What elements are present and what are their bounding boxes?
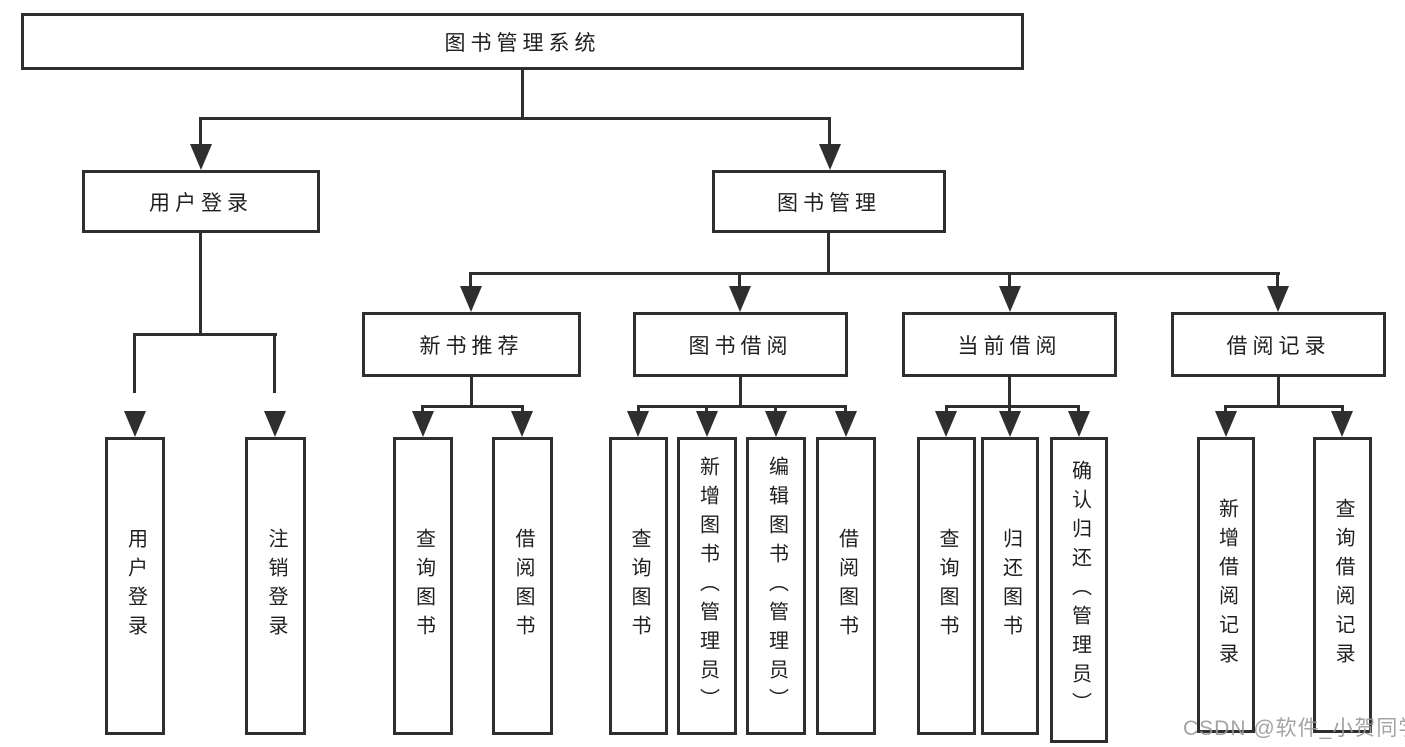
leaf-query-books: 查询图书 (917, 437, 976, 735)
arrow-down-icon (412, 411, 434, 437)
connector-vline (1008, 377, 1011, 408)
connector-vline (1277, 377, 1280, 408)
leaf-query-borrow-record: 查询借阅记录 (1313, 437, 1372, 733)
node-label: 借阅图书 (512, 528, 534, 644)
connector-hline (469, 272, 1280, 275)
node-label: 图书管理系统 (444, 31, 601, 55)
connector-vline (199, 117, 202, 147)
arrow-down-icon (935, 411, 957, 437)
leaf-return-books: 归还图书 (981, 437, 1039, 735)
leaf-borrow-books: 借阅图书 (816, 437, 876, 735)
node-label: 新增图书（管理员） (696, 455, 719, 717)
connector-hline (637, 405, 847, 408)
leaf-edit-books-admin: 编辑图书（管理员） (746, 437, 806, 735)
arrow-down-icon (1267, 286, 1289, 312)
node-label: 用户登录 (149, 191, 253, 215)
arrow-down-icon (627, 411, 649, 437)
connector-vline (827, 233, 830, 275)
connector-vline (469, 272, 472, 294)
arrow-down-icon (819, 144, 841, 170)
node-label: 归还图书 (999, 528, 1022, 644)
leaf-query-books: 查询图书 (393, 437, 453, 735)
leaf-add-borrow-record: 新增借阅记录 (1197, 437, 1255, 733)
leaf-query-books: 查询图书 (609, 437, 668, 735)
node-label: 当前借阅 (957, 334, 1062, 358)
leaf-user-login: 用户登录 (105, 437, 165, 735)
node-label: 确认归还（管理员） (1068, 459, 1091, 721)
node-book-management: 图书管理 (712, 170, 946, 233)
node-root: 图书管理系统 (21, 13, 1024, 70)
leaf-confirm-return-admin: 确认归还（管理员） (1050, 437, 1108, 743)
node-label: 查询图书 (412, 528, 435, 644)
node-current-borrowing: 当前借阅 (902, 312, 1117, 377)
node-borrowing-records: 借阅记录 (1171, 312, 1386, 377)
arrow-down-icon (124, 411, 146, 437)
arrow-down-icon (1331, 411, 1353, 437)
connector-hline (945, 405, 1080, 408)
arrow-down-icon (511, 411, 533, 437)
arrow-down-icon (999, 411, 1021, 437)
node-label: 新书推荐 (419, 334, 524, 358)
arrow-down-icon (264, 411, 286, 437)
arrow-down-icon (696, 411, 718, 437)
arrow-down-icon (1215, 411, 1237, 437)
leaf-borrow-books: 借阅图书 (492, 437, 553, 735)
connector-hline (1224, 405, 1344, 408)
arrow-down-icon (999, 286, 1021, 312)
connector-hline (421, 405, 524, 408)
arrow-down-icon (1068, 411, 1090, 437)
connector-vline (738, 272, 741, 294)
arrow-down-icon (765, 411, 787, 437)
connector-vline (133, 333, 136, 393)
connector-vline (273, 333, 276, 393)
leaf-logout: 注销登录 (245, 437, 306, 735)
csdn-watermark: CSDN @软件_小贺同学 (1183, 717, 1405, 740)
connector-vline (739, 377, 742, 408)
connector-hline (133, 333, 277, 336)
node-label: 查询图书 (628, 528, 650, 644)
connector-vline (1008, 272, 1011, 294)
node-user-login: 用户登录 (82, 170, 320, 233)
node-new-book-recommendation: 新书推荐 (362, 312, 581, 377)
node-label: 编辑图书（管理员） (765, 455, 788, 717)
node-label: 借阅记录 (1226, 334, 1331, 358)
connector-vline (1276, 272, 1279, 294)
node-label: 注销登录 (265, 528, 287, 644)
arrow-down-icon (460, 286, 482, 312)
node-label: 借阅图书 (835, 528, 858, 644)
arrow-down-icon (729, 286, 751, 312)
node-label: 用户登录 (124, 528, 147, 644)
node-book-borrowing: 图书借阅 (633, 312, 848, 377)
connector-vline (470, 377, 473, 408)
arrow-down-icon (190, 144, 212, 170)
node-label: 图书借阅 (688, 334, 793, 358)
connector-vline (828, 117, 831, 147)
leaf-add-books-admin: 新增图书（管理员） (677, 437, 737, 735)
node-label: 图书管理 (777, 191, 881, 215)
connector-hline (199, 117, 831, 120)
node-label: 查询借阅记录 (1332, 498, 1354, 672)
arrow-down-icon (835, 411, 857, 437)
connector-vline (521, 70, 524, 118)
node-label: 新增借阅记录 (1215, 498, 1238, 672)
node-label: 查询图书 (936, 528, 958, 644)
connector-vline (199, 233, 202, 336)
